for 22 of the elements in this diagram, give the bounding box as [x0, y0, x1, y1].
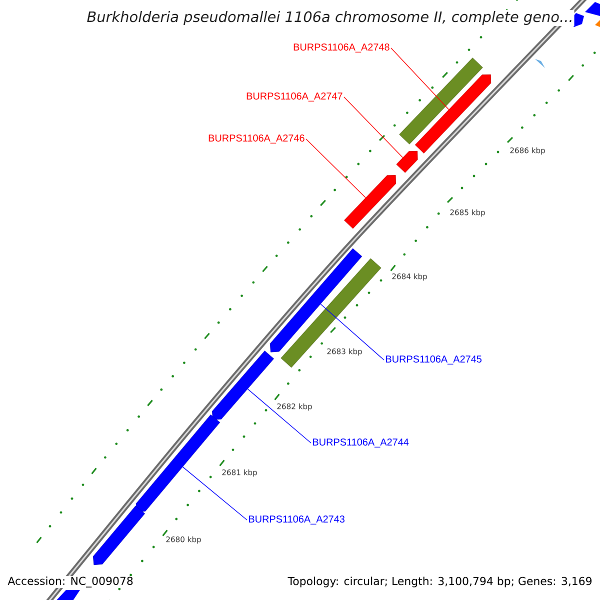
leader-line [247, 388, 312, 444]
info-text: Topology: circular; Length: 3,100,794 bp; Genes: 3,169 [287, 576, 593, 588]
leader-line [182, 466, 248, 520]
feature-bar [280, 258, 382, 368]
title: Burkholderia pseudomallei 1106a chromosome II, complete geno... [86, 10, 574, 26]
leader-line [320, 304, 384, 360]
gene-label: BURPS1106A_A2745 [386, 356, 482, 364]
feature-bar [399, 58, 483, 144]
gene-label: BURPS1106A_A2744 [313, 438, 409, 448]
leader-line [306, 138, 366, 198]
gene-feature [93, 506, 145, 566]
gene-label: BURPS1106A_A2747 [246, 92, 342, 102]
gene-feature [344, 175, 396, 229]
gene-feature [396, 150, 418, 173]
gene-label: BURPS1106A_A2748 [294, 44, 390, 52]
gene-feature [414, 74, 492, 154]
gene-feature [212, 350, 274, 420]
leader-line [344, 96, 404, 158]
gene-feature [136, 414, 220, 512]
gene-label: BURPS1106A_A2746 [208, 134, 304, 144]
leader-line [390, 48, 450, 110]
gene-label: BURPS1106A_A2743 [249, 516, 344, 524]
